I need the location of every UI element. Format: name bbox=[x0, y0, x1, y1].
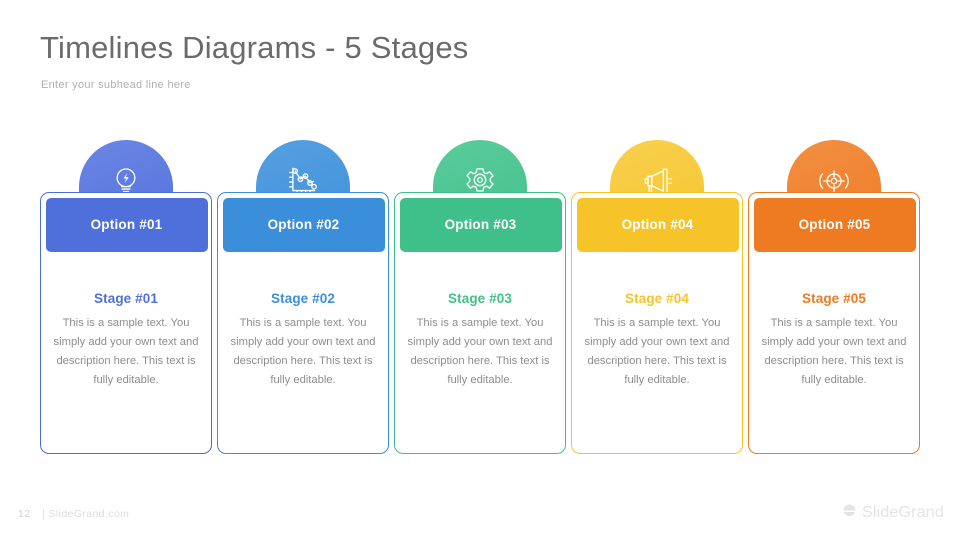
stage-description: This is a sample text. You simply add yo… bbox=[761, 317, 907, 386]
stage-title: Stage #03 bbox=[448, 291, 512, 306]
footer-site-label: | SlideGrand.com bbox=[42, 508, 130, 520]
brand-logo: SlideGrand bbox=[842, 503, 944, 523]
stage-description: This is a sample text. You simply add yo… bbox=[53, 317, 199, 386]
logo-mark-icon bbox=[842, 503, 857, 523]
stage-option-label: Option #01 bbox=[90, 217, 163, 232]
stage-description: This is a sample text. You simply add yo… bbox=[230, 317, 376, 386]
page-title: Timelines Diagrams - 5 Stages bbox=[40, 30, 469, 65]
stage-title: Stage #01 bbox=[94, 291, 158, 306]
stage-card-header[interactable]: Option #05 bbox=[753, 197, 916, 252]
stage-description: This is a sample text. You simply add yo… bbox=[584, 317, 730, 386]
lightbulb-icon bbox=[109, 164, 143, 198]
stage-title: Stage #05 bbox=[802, 291, 866, 306]
stage-card-header[interactable]: Option #01 bbox=[45, 197, 208, 252]
stage-title: Stage #02 bbox=[271, 291, 335, 306]
stage-description: This is a sample text. You simply add yo… bbox=[407, 317, 553, 386]
stage-option-label: Option #04 bbox=[621, 217, 694, 232]
stage-option-label: Option #02 bbox=[267, 217, 340, 232]
stage-option-label: Option #03 bbox=[444, 217, 517, 232]
target-icon bbox=[817, 164, 851, 198]
stage-title: Stage #04 bbox=[625, 291, 689, 306]
logo-text: SlideGrand bbox=[861, 504, 944, 521]
stage-card-header[interactable]: Option #03 bbox=[399, 197, 562, 252]
page-subhead: Enter your subhead line here bbox=[41, 79, 191, 91]
footer-page-number: 12 bbox=[18, 508, 31, 520]
gear-icon bbox=[463, 164, 497, 198]
stage-card-header[interactable]: Option #02 bbox=[222, 197, 385, 252]
stage-card-header[interactable]: Option #04 bbox=[576, 197, 739, 252]
stage-option-label: Option #05 bbox=[798, 217, 871, 232]
